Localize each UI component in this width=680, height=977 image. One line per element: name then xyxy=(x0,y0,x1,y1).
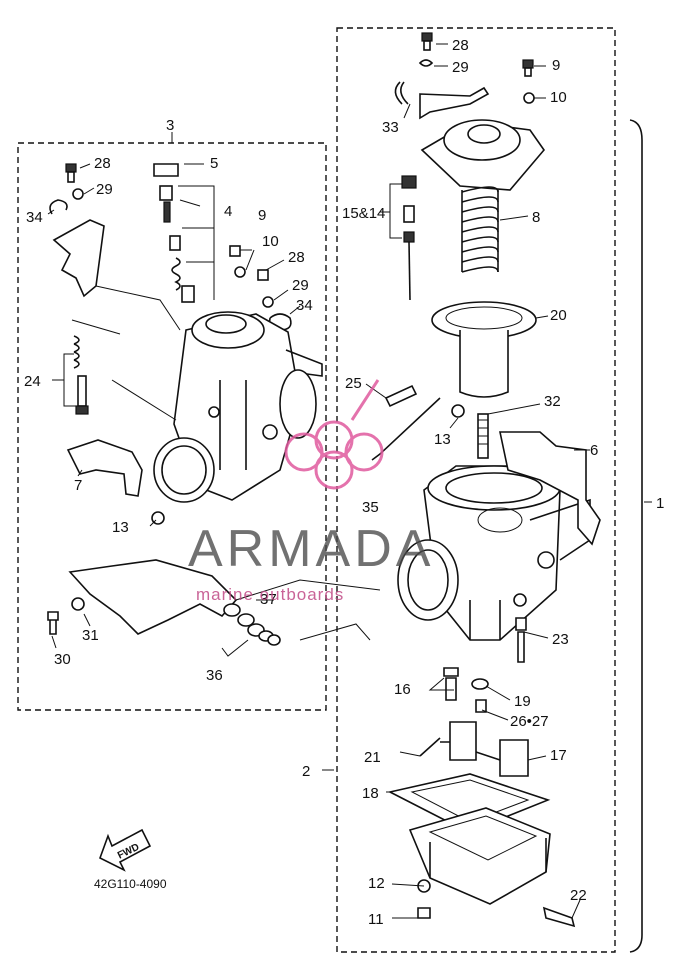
leader-lines xyxy=(47,43,652,919)
cap-part-5 xyxy=(153,163,179,177)
assembly-bracket-1 xyxy=(629,119,643,953)
screw-part-11 xyxy=(417,907,431,919)
callout-label: 22 xyxy=(570,887,587,904)
clip-part-34a xyxy=(49,199,68,215)
callout-label: 10 xyxy=(550,89,567,106)
screw-part-28 xyxy=(421,32,433,42)
callout-label: 26•27 xyxy=(510,713,549,730)
callout-label: 9 xyxy=(258,207,266,224)
bracket-left-top xyxy=(52,219,105,298)
screw-part-28b xyxy=(65,163,77,173)
jet-part-26-27 xyxy=(475,699,487,713)
jet-needle-part-15-14 xyxy=(401,175,417,301)
callout-label: 21 xyxy=(364,749,381,766)
callout-label: 29 xyxy=(452,59,469,76)
bracket-part-6 xyxy=(499,431,601,546)
left-carburetor-parts xyxy=(47,163,323,646)
callout-label: 13 xyxy=(112,519,129,536)
callout-label: 30 xyxy=(54,651,71,668)
clip-part-29 xyxy=(418,59,434,67)
bracket-part-33 xyxy=(394,81,490,120)
screw-part-22 xyxy=(542,906,576,928)
screw-part-23 xyxy=(515,617,527,663)
linkage-rod xyxy=(371,397,441,461)
callout-label: 15&14 xyxy=(342,205,385,222)
nut-part-10 xyxy=(523,92,535,104)
callout-label: 35 xyxy=(362,499,379,516)
callout-label: 7 xyxy=(74,477,82,494)
callout-label: 3 xyxy=(166,117,174,134)
piston-valve xyxy=(459,330,509,398)
screw-part-30 xyxy=(47,611,59,635)
jet-part-16 xyxy=(443,667,459,701)
callout-label: 10 xyxy=(262,233,279,250)
throttle-bracket xyxy=(68,559,238,635)
callout-label: 18 xyxy=(362,785,379,802)
drawing-code: 42G110-4090 xyxy=(94,877,167,891)
float-part-17 xyxy=(440,721,529,777)
callout-label: 12 xyxy=(368,875,385,892)
pin-part-21 xyxy=(419,737,441,757)
callout-label: 13 xyxy=(434,431,451,448)
callout-label: 34 xyxy=(26,209,43,226)
callout-label: 33 xyxy=(382,119,399,136)
callout-label: 25 xyxy=(345,375,362,392)
callout-label: 29 xyxy=(292,277,309,294)
callout-label: 24 xyxy=(24,373,41,390)
callout-label: 8 xyxy=(532,209,540,226)
callout-label: 23 xyxy=(552,631,569,648)
callout-label: 28 xyxy=(288,249,305,266)
washer-part-29c xyxy=(262,296,274,308)
callout-label: 11 xyxy=(368,911,384,928)
callout-labels: 28 29 9 10 33 15&14 8 20 32 25 13 6 35 1… xyxy=(24,37,664,928)
spring-part-8 xyxy=(461,186,499,273)
screw-part-25 xyxy=(384,384,418,408)
washer-part-19 xyxy=(471,678,489,690)
screw-part-28c xyxy=(257,269,269,281)
screw-assembly-part-4 xyxy=(159,185,195,303)
watermark-brand: ARMADA xyxy=(188,520,434,578)
callout-label: 1 xyxy=(656,495,664,512)
callout-label: 31 xyxy=(82,627,99,644)
carburetor-body-left xyxy=(153,311,323,503)
callout-label: 19 xyxy=(514,693,531,710)
armada-logo-icon xyxy=(284,379,384,490)
callout-label: 4 xyxy=(224,203,232,220)
plug-part-13 xyxy=(451,404,465,418)
screw-part-9b xyxy=(229,245,241,257)
fwd-arrow-icon: FWD xyxy=(99,828,152,872)
callout-label: 36 xyxy=(206,667,223,684)
callout-label: 32 xyxy=(544,393,561,410)
callout-label: 16 xyxy=(394,681,411,698)
armada-watermark: ARMADA marine outboards xyxy=(188,379,434,604)
callout-label: 17 xyxy=(550,747,567,764)
callout-label: 37 xyxy=(260,591,277,608)
nut-part-10b xyxy=(234,266,246,278)
callout-label: 29 xyxy=(96,181,113,198)
callout-label: 2 xyxy=(302,763,310,780)
watermark-tagline: marine outboards xyxy=(196,585,344,604)
callout-label: 6 xyxy=(590,442,598,459)
callout-label: 34 xyxy=(296,297,313,314)
callout-label: 5 xyxy=(210,155,218,172)
callout-label: 20 xyxy=(550,307,567,324)
bracket-part-7 xyxy=(66,439,143,497)
callout-label: 28 xyxy=(452,37,469,54)
right-carburetor-parts xyxy=(371,32,601,928)
assembly-box-2 xyxy=(336,27,616,953)
callout-label: 28 xyxy=(94,155,111,172)
washer-stack-part-36 xyxy=(223,603,281,646)
carburetor-body-right xyxy=(397,465,591,641)
washer-part-29b xyxy=(72,188,84,200)
screw-part-9 xyxy=(522,59,534,69)
washer-part-31 xyxy=(71,597,85,611)
idle-screw-part-24 xyxy=(73,335,89,415)
callout-label: 9 xyxy=(552,57,560,74)
